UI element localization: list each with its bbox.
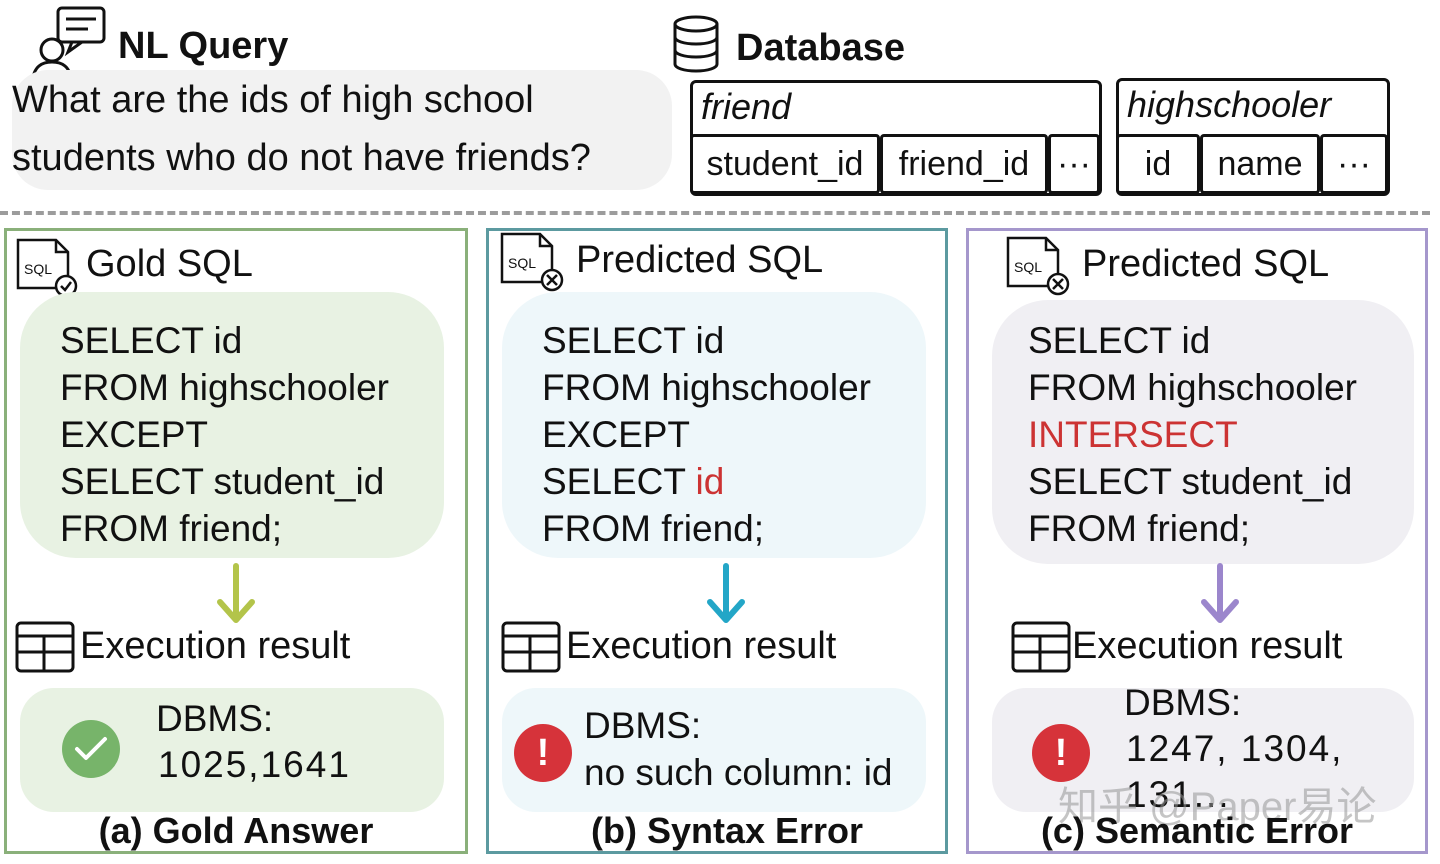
result-line: 1247, 1304, bbox=[1126, 728, 1344, 769]
result-box bbox=[502, 688, 926, 812]
sql-cross-icon: SQL bbox=[1006, 236, 1070, 296]
panel-a-title: Gold SQL bbox=[86, 243, 253, 285]
svg-text:SQL: SQL bbox=[508, 255, 536, 271]
panel-c-title: Predicted SQL bbox=[1082, 243, 1330, 285]
sql-line-text: SELECT bbox=[542, 461, 696, 502]
sql-line: FROM friend; bbox=[60, 508, 283, 549]
sql-line: SELECT student_id bbox=[60, 461, 385, 502]
sql-line: FROM highschooler bbox=[542, 367, 872, 408]
sql-line: FROM highschooler bbox=[60, 367, 390, 408]
table-icon bbox=[1011, 621, 1071, 673]
database-title: Database bbox=[736, 27, 905, 69]
result-line: DBMS: bbox=[584, 705, 702, 746]
column-more: ··· bbox=[1320, 134, 1388, 194]
column-more: ··· bbox=[1048, 134, 1100, 194]
column-student-id: student_id bbox=[690, 134, 880, 194]
result-line: no such column: id bbox=[584, 752, 893, 793]
nl-query-title: NL Query bbox=[118, 25, 289, 67]
sql-cross-icon: SQL bbox=[500, 232, 564, 292]
nl-query-line-1: What are the ids of high school bbox=[12, 79, 534, 121]
panel-semantic-error bbox=[966, 228, 1428, 854]
sql-line: SELECT id bbox=[1028, 320, 1211, 361]
table-friend-name: friend bbox=[701, 86, 792, 127]
sql-line: SELECT id bbox=[542, 458, 724, 505]
sql-check-icon: SQL bbox=[16, 238, 78, 298]
panel-c-caption: (c) Semantic Error bbox=[1040, 810, 1354, 851]
sql-line: SELECT id bbox=[60, 320, 243, 361]
section-divider bbox=[0, 211, 1430, 215]
column-name: name bbox=[1200, 134, 1320, 194]
sql-line: SELECT student_id bbox=[1028, 461, 1353, 502]
svg-text:SQL: SQL bbox=[24, 261, 52, 277]
sql-line: FROM highschooler bbox=[1028, 367, 1358, 408]
table-highschooler-name: highschooler bbox=[1127, 84, 1332, 125]
nl-query-line-2: students who do not have friends? bbox=[12, 137, 591, 179]
sql-line: EXCEPT bbox=[542, 414, 691, 455]
sql-line: FROM friend; bbox=[542, 508, 765, 549]
execution-result-label: Execution result bbox=[1072, 625, 1343, 667]
gold-sql-box bbox=[20, 292, 444, 558]
error-circle-icon: ! bbox=[1032, 724, 1090, 782]
table-icon bbox=[501, 621, 561, 673]
predicted-sql-box bbox=[992, 300, 1414, 564]
predicted-sql-box bbox=[502, 292, 926, 558]
execution-result-label: Execution result bbox=[566, 625, 837, 667]
panel-b-caption: (b) Syntax Error bbox=[590, 810, 864, 851]
column-id: id bbox=[1116, 134, 1200, 194]
nl-query-bubble bbox=[12, 70, 672, 190]
panel-gold-answer bbox=[4, 228, 468, 854]
result-line: 131... bbox=[1126, 774, 1231, 815]
table-icon bbox=[15, 621, 75, 673]
column-friend-id: friend_id bbox=[880, 134, 1048, 194]
panel-b-title: Predicted SQL bbox=[576, 239, 824, 281]
sql-line: SELECT id bbox=[542, 320, 725, 361]
panel-syntax-error bbox=[486, 228, 948, 854]
panel-a-caption: (a) Gold Answer bbox=[98, 810, 374, 851]
sql-line: EXCEPT bbox=[60, 414, 209, 455]
error-circle-icon: ! bbox=[514, 724, 572, 782]
result-line: DBMS: bbox=[1124, 682, 1242, 723]
svg-text:SQL: SQL bbox=[1014, 259, 1042, 275]
sql-error-token: INTERSECT bbox=[1028, 414, 1238, 455]
database-icon bbox=[673, 15, 719, 73]
watermark-text: 知乎 @Paper易论 bbox=[1058, 785, 1377, 829]
execution-result-label: Execution result bbox=[80, 625, 351, 667]
down-arrow-icon bbox=[1201, 563, 1239, 623]
down-arrow-icon bbox=[707, 563, 745, 623]
check-circle-icon bbox=[62, 720, 120, 778]
sql-error-token: id bbox=[695, 461, 725, 502]
sql-line: FROM friend; bbox=[1028, 508, 1251, 549]
result-line: 1025,1641 bbox=[158, 744, 351, 785]
down-arrow-icon bbox=[217, 563, 255, 623]
result-line: DBMS: bbox=[156, 698, 274, 739]
